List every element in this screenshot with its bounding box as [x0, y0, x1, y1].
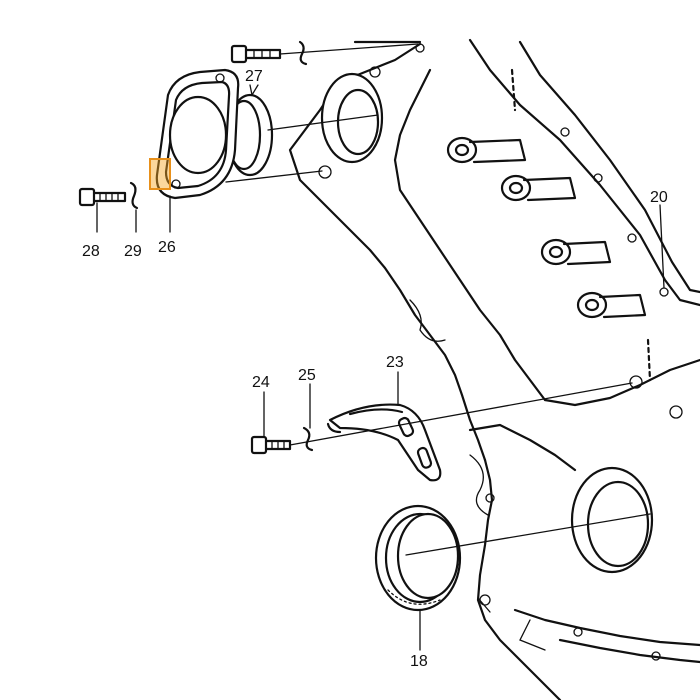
part-labels: 27 20 28 29 26 23 24 25 18 — [82, 68, 668, 670]
label-26: 26 — [158, 239, 176, 256]
cover-plate-26 — [155, 68, 240, 200]
label-29: 29 — [124, 243, 142, 260]
label-20: 20 — [650, 189, 668, 206]
label-28: 28 — [82, 243, 100, 260]
label-18: 18 — [410, 653, 428, 670]
spring-washer-25 — [302, 426, 314, 452]
callout-leaders — [135, 84, 665, 651]
label-24: 24 — [252, 374, 270, 391]
leader-lines — [96, 43, 651, 556]
timing-cover-housing — [288, 38, 700, 700]
highlight-marker — [149, 158, 171, 190]
crank-seal-18 — [374, 504, 462, 612]
label-27: 27 — [245, 68, 263, 85]
bolt-24 — [250, 435, 292, 455]
label-25: 25 — [298, 367, 316, 384]
spring-washer-29 — [129, 181, 139, 210]
bolt-28 — [78, 187, 127, 207]
label-23: 23 — [386, 354, 404, 371]
bracket-23 — [326, 403, 442, 482]
